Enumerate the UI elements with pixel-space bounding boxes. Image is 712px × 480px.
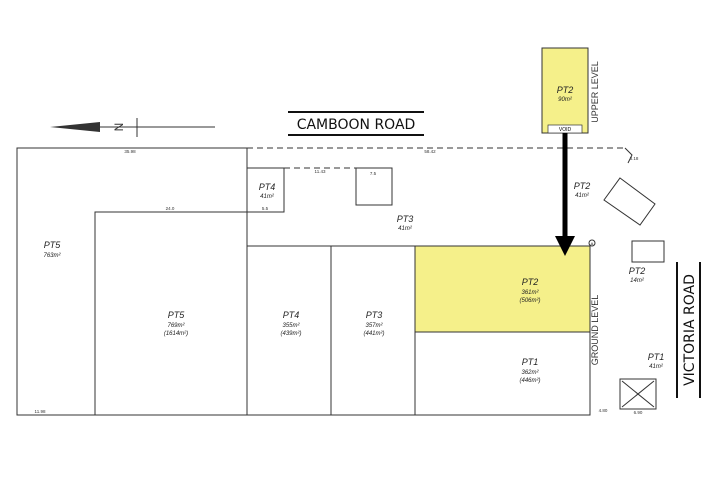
lot-label-text: PT3 (397, 214, 414, 224)
lot-label-text: 769m² (167, 323, 185, 329)
lot-label-text: (1614m²) (164, 331, 188, 337)
lot-label-text: (446m²) (519, 378, 540, 384)
lot-label-text: PT2 (557, 85, 574, 95)
lot-label-text: 41m² (260, 194, 275, 200)
lot-label-text: 5.5 (262, 206, 269, 211)
lot-label-text: 7.5 (370, 171, 377, 176)
corner-marker: A (591, 241, 594, 246)
lot-label-text: PT5 (168, 310, 186, 320)
lot-labels: PT5 763m² PT5 769m² (1614m²) PT4 355m² (… (43, 85, 664, 384)
lot-label-text: PT2 (522, 277, 539, 287)
lot-label-text: (506m²) (519, 298, 540, 304)
lot-label-text: 41m² (575, 193, 590, 199)
lot-label-text: 41m² (398, 226, 413, 232)
lot-label-text: 6.90 (634, 410, 643, 415)
lot-label-text: 3.18 (630, 156, 639, 161)
lot-label-text: 4.80 (599, 408, 608, 413)
north-label: N (112, 123, 126, 132)
lot-label-text: PT4 (283, 310, 300, 320)
lot-label-text: 11.98 (35, 409, 46, 414)
camboon-road-label: CAMBOON ROAD (297, 117, 416, 133)
lot-label-text: PT5 (44, 240, 62, 250)
lot-label-text: 357m² (365, 323, 383, 329)
dimension-labels: 35.98 58.42 24.0 11.43 11.98 4.80 6.90 7… (35, 149, 643, 415)
lot-label-text: PT4 (259, 182, 276, 192)
level-arrow-icon (555, 133, 575, 256)
north-arrow-icon: N (50, 118, 215, 137)
upper-level-label: UPPER LEVEL (590, 61, 600, 123)
lot-label-text: 361m² (521, 290, 539, 296)
lot-label-text: 355m² (282, 323, 300, 329)
lot-label-text: PT2 (629, 266, 646, 276)
lot-label-text: 24.0 (166, 206, 175, 211)
lot-label-text: 41m² (649, 364, 664, 370)
lot-boundaries (16, 147, 665, 416)
lot-label-text: 90m² (558, 97, 573, 103)
lot-label-text: 11.43 (315, 169, 326, 174)
lot-label-text: PT2 (574, 181, 591, 191)
lot-pt2-ground (414, 245, 591, 333)
lot-label-text: PT1 (522, 357, 539, 367)
lot-label-text: 58.42 (424, 149, 436, 154)
lot-label-text: 14m² (630, 278, 645, 284)
void-label: VOID (559, 127, 572, 133)
lot-label-text: (439m²) (280, 331, 301, 337)
lot-label-text: PT1 (648, 352, 665, 362)
lot-label-text: 362m² (521, 370, 539, 376)
lot-label-text: PT3 (366, 310, 383, 320)
ground-level-label: GROUND LEVEL (590, 295, 600, 366)
lot-label-text: 35.98 (124, 149, 136, 154)
lot-label-text: 763m² (43, 253, 61, 259)
victoria-road-label: VICTORIA ROAD (682, 274, 698, 386)
lot-label-text: (441m²) (363, 331, 384, 337)
